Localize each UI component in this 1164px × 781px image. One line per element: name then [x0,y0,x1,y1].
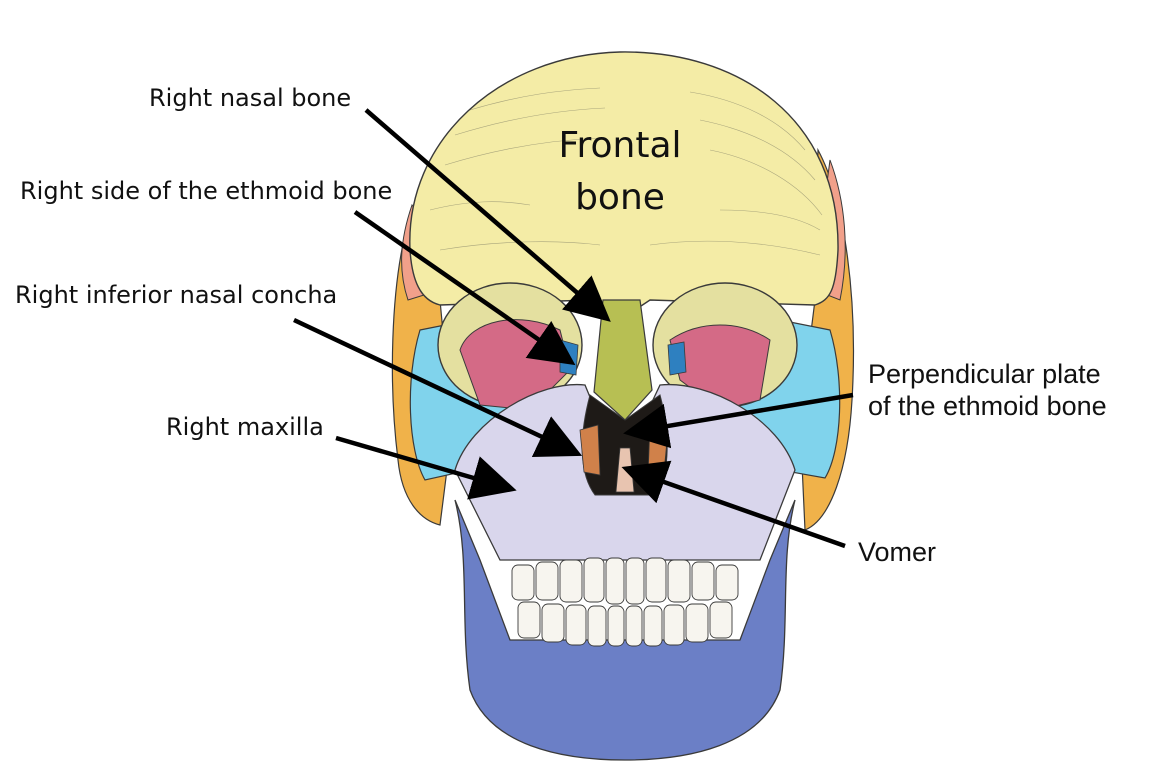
frontal-label-line1: Frontal [558,125,682,166]
lower-teeth [517,601,733,647]
mandible [454,499,796,761]
label-perpendicular-plate: Perpendicular plate of the ethmoid bone [868,358,1107,423]
arrow-right-inferior-concha [293,317,583,458]
frontal-bone-label: Frontal bone [540,120,700,224]
arrow-right-maxilla [335,435,517,500]
frontal-label-line2: bone [575,177,665,219]
perpendicular-line2: of the ethmoid bone [868,391,1107,422]
label-vomer: Vomer [858,537,937,567]
inferior-concha-left [579,424,601,476]
arrow-perpendicular-plate [623,392,854,449]
label-right-ethmoid: Right side of the ethmoid bone [20,177,393,205]
arrow-right-nasal-bone [364,108,611,322]
upper-teeth [511,557,739,605]
frontal-hatching [429,87,823,256]
label-right-nasal-bone: Right nasal bone [149,84,352,112]
perpendicular-line1: Perpendicular plate [868,359,1101,389]
label-right-maxilla: Right maxilla [166,413,324,441]
arrow-vomer [621,460,846,549]
label-right-inferior-concha: Right inferior nasal concha [15,281,338,309]
arrow-right-ethmoid [353,210,576,366]
right-ethmoid [667,341,687,376]
nasal-bones [593,299,653,421]
